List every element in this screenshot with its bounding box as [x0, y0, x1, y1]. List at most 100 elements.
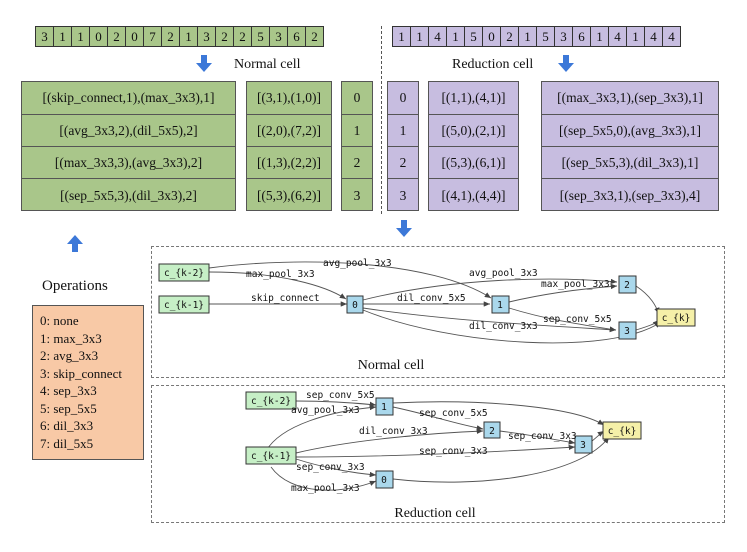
reduction-cell-label: Reduction cell	[452, 57, 534, 72]
node-ck2: c_{k-2}	[245, 391, 297, 410]
node-ck: c_{k}	[602, 421, 642, 440]
table-row: 0	[342, 82, 372, 115]
operation-item: 1: max_3x3	[40, 330, 102, 346]
normal-index-table: 0 1 2 3	[341, 81, 373, 211]
node-ck1: c_{k-1}	[245, 446, 297, 465]
svg-text:1: 1	[381, 402, 387, 413]
sequence-cell: 1	[446, 26, 465, 47]
sequence-cell: 2	[233, 26, 252, 47]
table-row: [(sep_5x5,3),(dil_3x3),1]	[542, 147, 718, 179]
edge-sep-conv-5x5-b	[392, 406, 484, 431]
edge-avg-pool	[208, 261, 492, 299]
table-row: 2	[342, 147, 372, 179]
sequence-cell: 3	[35, 26, 54, 47]
node-2: 2	[618, 275, 637, 294]
normal-cell-graph-frame	[151, 246, 725, 378]
reduction-ops-table: [(max_3x3,1),(sep_3x3),1] [(sep_5x5,0),(…	[541, 81, 719, 211]
edge-label: sep_conv_5x5	[543, 314, 612, 325]
sequence-cell: 6	[572, 26, 591, 47]
normal-cell-graph: c_{k-2} c_{k-1} 0 1 2 3 c_{k} max_pool_3…	[158, 258, 696, 373]
sequence-cell: 5	[251, 26, 270, 47]
edge-label: skip_connect	[251, 293, 320, 304]
reduction-cell-graph-frame	[151, 385, 725, 523]
edge-label: dil_conv_3x3	[469, 321, 538, 332]
table-row: [(sep_5x5,3),(dil_3x3),2]	[60, 187, 197, 203]
down-arrow-icon	[196, 55, 212, 72]
svg-text:3: 3	[580, 440, 586, 451]
sequence-cell: 1	[626, 26, 645, 47]
table-row: [(sep_5x5,0),(avg_3x3),1]	[542, 115, 718, 147]
sequence-cell: 2	[500, 26, 519, 47]
table-row: [(4,1),(4,4)]	[441, 187, 506, 203]
node-2: 2	[483, 421, 501, 439]
sequence-cell: 4	[608, 26, 627, 47]
table-row: 3	[399, 187, 407, 203]
edge-0-to-ck	[392, 436, 610, 483]
sequence-cell: 3	[554, 26, 573, 47]
node-ck2: c_{k-2}	[158, 263, 210, 282]
edge-label: max_pool_3x3	[291, 483, 360, 494]
edge-label: avg_pool_3x3	[323, 258, 392, 269]
svg-text:0: 0	[381, 475, 387, 486]
edge-label: dil_conv_5x5	[397, 293, 466, 304]
sequence-cell: 1	[392, 26, 411, 47]
svg-text:2: 2	[624, 280, 630, 291]
svg-text:c_{k-2}: c_{k-2}	[251, 396, 291, 407]
operation-item: 5: sep_5x5	[40, 400, 97, 416]
svg-text:c_{k-1}: c_{k-1}	[251, 451, 291, 462]
down-arrow-icon	[558, 55, 574, 72]
sequence-cell: 0	[89, 26, 108, 47]
node-0: 0	[346, 295, 364, 314]
table-row: 2	[388, 147, 418, 179]
svg-text:2: 2	[489, 426, 495, 437]
operation-item: 3: skip_connect	[40, 365, 122, 381]
edge-avg-pool-2	[362, 278, 618, 301]
table-row: [(5,3),(6,2)]	[256, 187, 322, 203]
sequence-cell: 2	[107, 26, 126, 47]
edge-dil-conv-3x3	[362, 307, 617, 333]
sequence-cell: 1	[590, 26, 609, 47]
up-arrow-icon	[67, 235, 83, 252]
sequence-cell: 4	[644, 26, 663, 47]
edge-3-to-ck	[591, 430, 605, 442]
table-row: [(1,3),(2,2)]	[247, 147, 331, 179]
table-row: 1	[342, 115, 372, 147]
edge-sep-conv-3x3-a	[499, 430, 576, 445]
svg-text:c_{k}: c_{k}	[608, 426, 637, 437]
svg-text:c_{k}: c_{k}	[662, 313, 691, 324]
down-arrow-icon	[396, 220, 412, 237]
edge-2-to-ck	[635, 285, 660, 315]
edge-label: sep_conv_3x3	[508, 431, 577, 442]
operation-item: 2: avg_3x3	[40, 348, 99, 363]
operations-legend: 0: none 1: max_3x3 2: avg_3x3 3: skip_co…	[32, 305, 144, 460]
sequence-cell: 3	[197, 26, 216, 47]
svg-text:c_{k-2}: c_{k-2}	[164, 268, 204, 279]
sequence-cell: 7	[143, 26, 162, 47]
edge-max-pool	[208, 271, 347, 300]
operation-item: 7: dil_5x5	[40, 435, 94, 451]
edge-sep-conv-5x5-a	[295, 400, 377, 408]
sequence-cell: 1	[71, 26, 90, 47]
sequence-cell: 2	[305, 26, 324, 47]
normal-pairs-table: [(3,1),(1,0)] [(2,0),(7,2)] [(1,3),(2,2)…	[246, 81, 332, 211]
edge-label: sep_conv_3x3	[296, 462, 365, 473]
normal-ops-table: [(skip_connect,1),(max_3x3),1] [(avg_3x3…	[21, 81, 236, 211]
table-row: [(max_3x3,3),(avg_3x3),2]	[22, 147, 235, 179]
edge-sep-conv-5x5	[508, 307, 617, 332]
table-row: [(5,0),(2,1)]	[429, 115, 518, 147]
sequence-cell: 5	[536, 26, 555, 47]
table-row: [(3,1),(1,0)]	[247, 82, 331, 115]
edge-label: avg_pool_3x3	[291, 405, 360, 416]
edge-avg-pool	[265, 404, 377, 452]
edge-sep-conv-3x3-c	[295, 458, 377, 478]
node-1: 1	[375, 397, 394, 416]
edge-label: dil_conv_3x3	[359, 426, 428, 437]
sequence-cell: 1	[179, 26, 198, 47]
edge-label: sep_conv_5x5	[419, 408, 488, 419]
operation-item: 6: dil_3x3	[40, 418, 94, 433]
sequence-cell: 2	[161, 26, 180, 47]
sequence-cell: 0	[125, 26, 144, 47]
operation-item: 0: none	[40, 313, 79, 328]
node-0: 0	[375, 470, 394, 489]
